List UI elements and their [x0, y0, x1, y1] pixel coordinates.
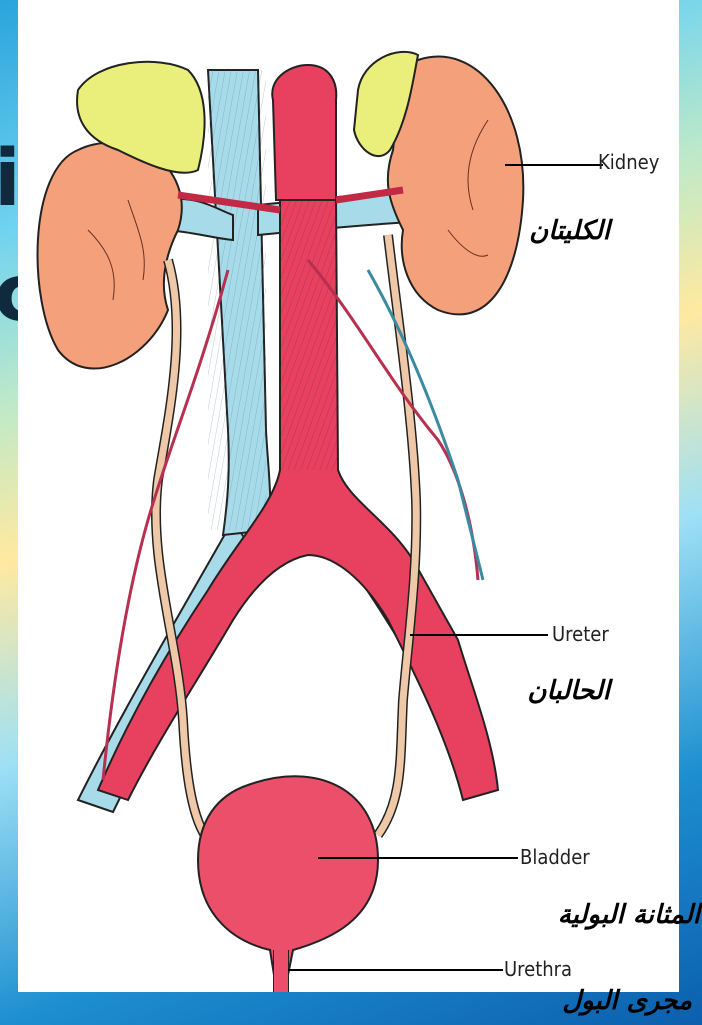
kidney-label: Kidney — [598, 150, 659, 174]
kidney-arabic-label: الكليتان — [529, 216, 610, 246]
urethra-label: Urethra — [504, 957, 572, 981]
bladder-label: Bladder — [520, 845, 590, 869]
bladder — [198, 776, 378, 975]
bladder-arabic-label: المثانة البولية — [558, 900, 700, 930]
ureter-label: Ureter — [552, 622, 609, 646]
urinary-system-diagram — [18, 0, 679, 992]
anatomy-illustration — [18, 0, 679, 992]
aorta-arch — [272, 65, 336, 200]
ureter-arabic-label: الحالبان — [527, 676, 610, 706]
left-kidney — [38, 143, 182, 369]
urethra-arabic-label: مجرى البول — [562, 986, 692, 1016]
